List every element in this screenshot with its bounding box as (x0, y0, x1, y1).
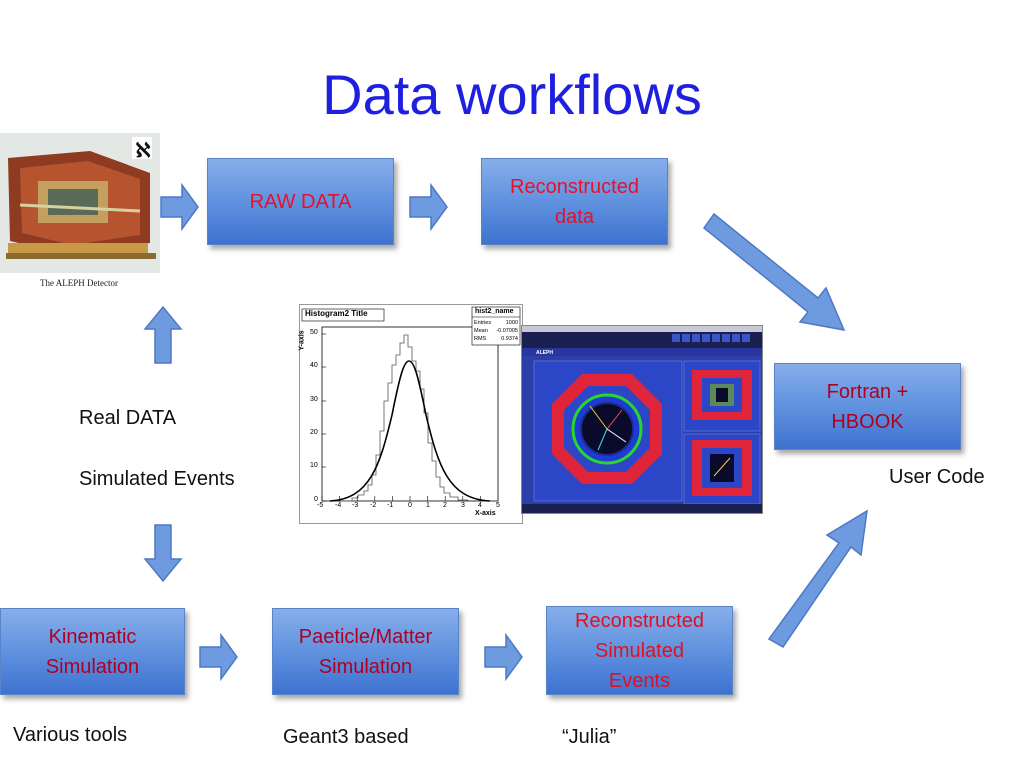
simulated-events-label: Simulated Events (79, 468, 235, 490)
fortran-hbook-line2: HBOOK (831, 410, 904, 433)
stats-mean-value: -0.07005 (496, 328, 518, 334)
histogram-xtick: 0 (408, 502, 412, 509)
detector-caption: The ALEPH Detector (40, 278, 118, 288)
histogram-xtick: 1 (426, 502, 430, 509)
particle-matter-simulation-line1: Paeticle/Matter (298, 625, 433, 648)
histogram-ytick: 40 (310, 362, 318, 369)
histogram-xtick: 2 (443, 502, 447, 509)
arrow-reconstructed-to-fortran (702, 212, 846, 331)
arrow-down-simulated (143, 524, 183, 583)
stats-entries-key: Entries (474, 320, 492, 326)
histogram-plot (301, 306, 521, 502)
geant3-based-label: Geant3 based (283, 726, 409, 748)
various-tools-label: Various tools (13, 724, 128, 746)
reconstructed-simulated-events-line3: Events (608, 669, 671, 692)
histogram-ytick: 30 (310, 396, 318, 403)
histogram-ytick: 20 (310, 429, 318, 436)
arrow-raw-to-reconstructed (409, 182, 448, 232)
histogram-ylabel: Y-axis (298, 330, 306, 351)
stats-entries-value: 1000 (505, 320, 518, 326)
histogram-xtick: -4 (335, 502, 342, 509)
fortran-hbook-line1: Fortran + (826, 380, 909, 403)
reconstructed-simulated-events-line1: Reconstructed (575, 609, 704, 632)
reconstructed-data-box: Reconstructed data (481, 158, 668, 245)
stats-mean-key: Mean (474, 328, 488, 334)
histogram-xtick: -5 (317, 502, 324, 509)
histogram-ytick: 10 (310, 462, 318, 469)
event-display-header: ALEPH (536, 350, 553, 356)
kinematic-simulation-line1: Kinematic (48, 625, 137, 648)
arrow-detector-to-raw (160, 182, 199, 232)
histogram-xtick: -2 (370, 502, 377, 509)
event-display-panel: ALEPH (521, 325, 763, 514)
arrow-reconstructed-sim-to-fortran (767, 509, 868, 648)
stats-rms-value: 0.9374 (501, 336, 518, 342)
histogram-xtick: 3 (461, 502, 465, 509)
user-code-label: User Code (889, 466, 985, 488)
reconstructed-simulated-events-line2: Simulated (595, 639, 684, 662)
event-display-graphic (522, 326, 762, 513)
histogram-title: Histogram2 Title (305, 309, 368, 318)
histogram-stats: Entries 1000 Mean -0.07005 RMS 0.9374 (474, 319, 518, 343)
histogram-ytick: 0 (314, 496, 318, 503)
arrow-particle-to-reconstructed-sim (484, 632, 523, 682)
histogram-xtick: 5 (496, 502, 500, 509)
julia-label: “Julia” (562, 726, 617, 748)
particle-matter-simulation-box: Paeticle/Matter Simulation (272, 608, 459, 695)
histogram-panel: Histogram2 Title hist2_name Entries 1000 … (299, 304, 523, 524)
arrow-up-real-data (143, 305, 183, 364)
slide-title: Data workflows (322, 63, 702, 126)
histogram-xlabel: X-axis (475, 510, 496, 517)
histogram-stats-name: hist2_name (475, 308, 514, 315)
fortran-hbook-box: Fortran + HBOOK (774, 363, 961, 450)
histogram-xtick: -3 (352, 502, 359, 509)
raw-data-box: RAW DATA (207, 158, 394, 245)
stats-rms-key: RMS (474, 336, 487, 342)
aleph-letter-icon: ℵ (135, 138, 151, 162)
histogram-xtick: -1 (387, 502, 394, 509)
reconstructed-data-line2: data (555, 205, 594, 228)
raw-data-label: RAW DATA (249, 190, 352, 213)
kinematic-simulation-box: Kinematic Simulation (0, 608, 185, 695)
reconstructed-data-line1: Reconstructed (510, 175, 639, 198)
particle-matter-simulation-line2: Simulation (318, 655, 413, 678)
kinematic-simulation-line2: Simulation (45, 655, 140, 678)
aleph-detector-image (0, 133, 160, 293)
histogram-ytick: 50 (310, 329, 318, 336)
arrow-kinematic-to-particle (199, 632, 238, 682)
reconstructed-simulated-events-box: Reconstructed Simulated Events (546, 606, 733, 695)
real-data-label: Real DATA (79, 407, 177, 429)
histogram-xtick: 4 (478, 502, 482, 509)
